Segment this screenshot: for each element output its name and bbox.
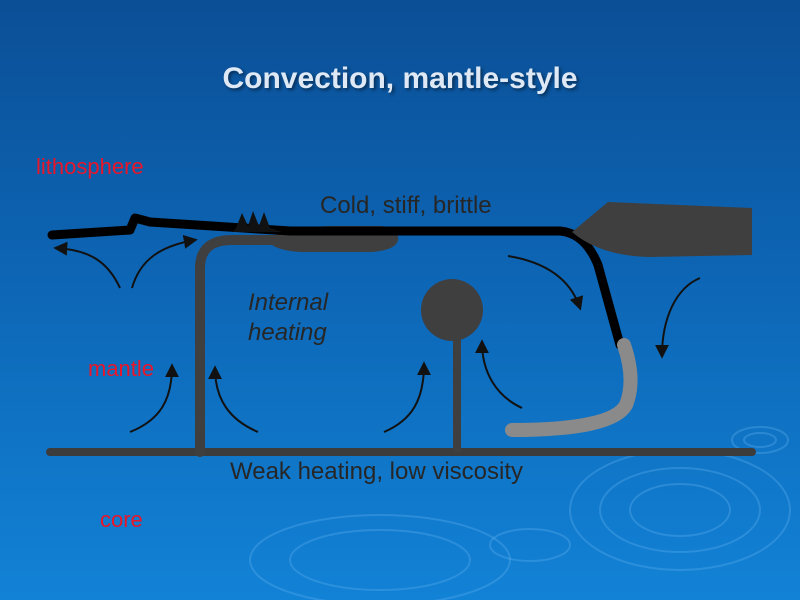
left-plume-conduit (195, 235, 305, 457)
internal-heating-line2: heating (248, 319, 327, 346)
center-plume-head (421, 279, 483, 341)
flow-arrow (208, 365, 259, 433)
flow-arrow (383, 361, 431, 433)
overriding-plate (572, 202, 752, 257)
flow-arrow (507, 255, 584, 311)
flow-arrow (53, 241, 121, 289)
cold-stiff-brittle-label: Cold, stiff, brittle (320, 192, 492, 219)
subducted-slab (505, 338, 638, 437)
ridge-crest (232, 211, 282, 232)
mantle-label: mantle (88, 356, 155, 381)
flow-arrow (131, 234, 198, 289)
flow-arrow (129, 363, 179, 433)
flow-arrow (475, 339, 523, 409)
internal-heating-label: Internal heating (248, 288, 328, 348)
lithosphere-plate (47, 213, 625, 350)
core-label: core (100, 507, 143, 532)
flow-arrow (655, 277, 701, 359)
internal-heating-line1: Internal (248, 289, 329, 316)
slide-title: Convection, mantle-style (222, 62, 578, 95)
lithosphere-label: lithosphere (36, 154, 144, 179)
weak-heating-label: Weak heating, low viscosity (230, 458, 524, 485)
